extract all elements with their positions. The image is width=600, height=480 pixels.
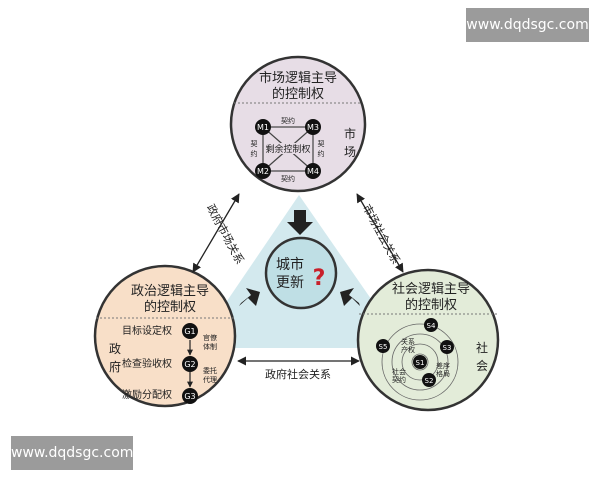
market-contract-bottom: 契约	[281, 174, 295, 183]
market-contract-right-1: 契	[318, 139, 325, 148]
society-circle: 社会逻辑主导 的控制权 社 会 关系 产权 差序 格局 社会 契约 S4 S5 …	[356, 268, 500, 412]
relation-label-gov-market: 政府市场关系	[204, 202, 247, 267]
market-title-line2: 的控制权	[272, 86, 324, 102]
svg-text:M3: M3	[307, 123, 319, 132]
market-contract-top: 契约	[281, 116, 295, 125]
society-title-line1: 社会逻辑主导	[392, 281, 470, 297]
society-label-pattern-1: 差序	[436, 361, 450, 370]
market-title-line1: 市场逻辑主导	[259, 70, 337, 86]
arrow-society-to-center	[340, 288, 360, 306]
market-node-m4: M4	[305, 163, 321, 179]
society-label-contract-1: 社会	[392, 367, 406, 376]
svg-text:G3: G3	[184, 392, 195, 401]
government-note-agency-2: 代理	[203, 375, 217, 384]
government-circle: 政治逻辑主导 的控制权 政 府 目标设定权 检查验收权 激励分配权 G1 G2 …	[93, 264, 237, 408]
market-node-m1: M1	[255, 119, 271, 135]
market-contract-left-2: 约	[251, 149, 258, 158]
society-label-contract-2: 契约	[392, 375, 406, 384]
relation-label-market-society: 市场社会关系	[360, 202, 403, 267]
relation-arrow-gov-market	[192, 193, 240, 273]
society-node-s2: S2	[422, 373, 436, 387]
svg-text:S3: S3	[443, 344, 452, 352]
government-title-line2: 的控制权	[144, 299, 196, 315]
svg-text:M1: M1	[257, 123, 269, 132]
government-title-line1: 政治逻辑主导	[131, 284, 209, 299]
society-node-s4: S4	[424, 318, 438, 332]
center-text-line2: 更新	[276, 275, 304, 291]
relation-arrow-market-society	[356, 193, 404, 273]
society-label-property-1: 关系	[401, 337, 415, 346]
svg-text:G2: G2	[184, 360, 195, 369]
government-note-agency-1: 委托	[203, 366, 217, 375]
society-node-s1: S1	[413, 355, 427, 369]
society-node-s3: S3	[440, 340, 454, 354]
center-text-line1: 城市	[276, 256, 304, 273]
arrow-market-to-center	[287, 210, 313, 235]
svg-text:S1: S1	[416, 359, 425, 367]
society-label-pattern-2: 格局	[436, 369, 450, 378]
watermark-bottom: www.dqdsgc.com	[11, 436, 133, 470]
market-contract-right-2: 约	[318, 149, 325, 158]
svg-text:M4: M4	[307, 167, 319, 176]
market-side-char2: 场	[344, 145, 356, 159]
government-side-char1: 政	[109, 342, 121, 356]
svg-text:M2: M2	[257, 167, 269, 176]
government-node-g1: G1	[182, 323, 198, 339]
government-note-bureaucracy-1: 官僚	[203, 333, 217, 342]
market-node-m3: M3	[305, 119, 321, 135]
watermark-top: www.dqdsgc.com	[466, 8, 589, 42]
government-right-target-setting: 目标设定权	[122, 324, 172, 337]
svg-text:S5: S5	[379, 343, 388, 351]
government-note-bureaucracy-2: 体制	[203, 342, 217, 351]
government-side-char2: 府	[109, 359, 121, 374]
svg-text:G1: G1	[184, 327, 195, 336]
government-node-g2: G2	[182, 356, 198, 372]
market-contract-left-1: 契	[251, 139, 258, 148]
market-node-m2: M2	[255, 163, 271, 179]
society-side-char1: 社	[476, 340, 488, 355]
government-right-inspection: 检查验收权	[122, 357, 172, 370]
government-node-g3: G3	[182, 388, 198, 404]
government-right-incentive: 激励分配权	[122, 388, 172, 401]
arrow-government-to-center	[239, 288, 260, 306]
market-circle: 市场逻辑主导 的控制权 市 场 契约 契约 契 约 契 约 剩余控制权 M1 M…	[229, 55, 367, 193]
society-side-char2: 会	[476, 359, 488, 373]
society-label-property-2: 产权	[401, 345, 415, 354]
society-title-line2: 的控制权	[405, 297, 457, 313]
market-residual-control: 剩余控制权	[265, 143, 310, 155]
relation-label-gov-society: 政府社会关系	[265, 367, 331, 381]
center-question-mark: ?	[313, 266, 326, 291]
svg-text:S2: S2	[425, 377, 434, 385]
society-node-s5: S5	[376, 339, 390, 353]
center-urban-renewal: 城市 更新 ?	[264, 236, 338, 310]
svg-text:S4: S4	[427, 322, 436, 330]
market-side-char1: 市	[344, 126, 356, 141]
